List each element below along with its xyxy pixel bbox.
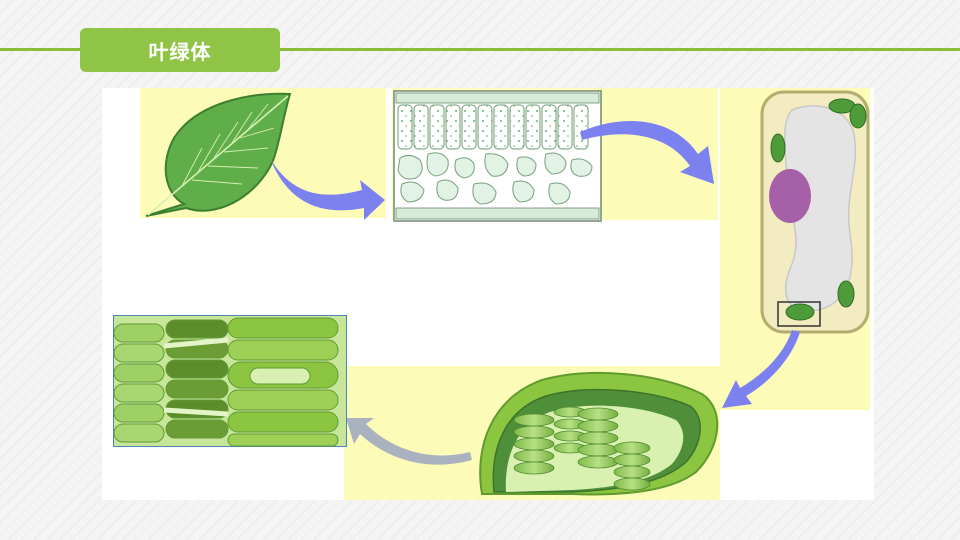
- thylakoid-stack-icon: [113, 316, 346, 447]
- diagram-panel: [102, 88, 874, 500]
- grana-panel: [113, 315, 347, 447]
- page-title: 叶绿体: [80, 28, 280, 72]
- tissue-panel: [392, 88, 718, 222]
- diagram-svg: [113, 88, 870, 500]
- arrow-chloroplast-to-grana: [346, 418, 472, 465]
- cell-panel: [720, 88, 870, 410]
- chloroplast-panel: [344, 366, 720, 500]
- arrow-cell-to-chloroplast: [722, 330, 800, 408]
- leaf-icon: [145, 92, 292, 217]
- nucleus-icon: [769, 169, 811, 223]
- arrow-leaf-to-tissue: [270, 158, 385, 220]
- arrow-tissue-to-cell: [580, 121, 714, 184]
- tissue-icon: [393, 90, 602, 222]
- header-line: [0, 48, 960, 51]
- cell-icon: [760, 90, 870, 334]
- chloroplast-icon: [479, 372, 719, 496]
- zoom-box: [777, 301, 821, 327]
